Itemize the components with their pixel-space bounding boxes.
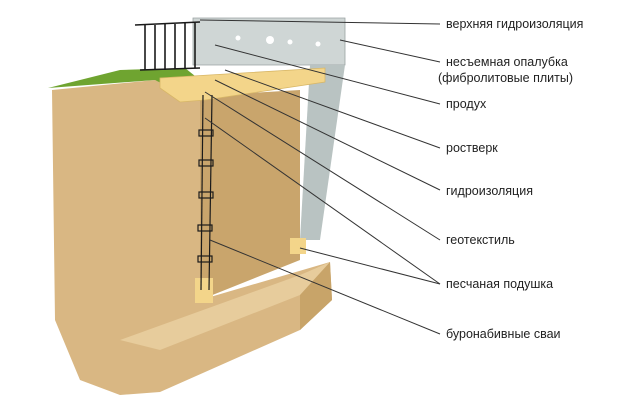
vent-hole [315, 41, 321, 47]
sand-cushion-wall [290, 238, 306, 254]
formwork-wall [192, 17, 346, 240]
soil-block [52, 80, 332, 395]
pile-sand-base [195, 278, 213, 303]
top-railing [134, 21, 201, 71]
vent-hole [266, 36, 274, 44]
label-sand-cushion: песчаная подушка [446, 277, 553, 291]
wall-side [300, 65, 345, 240]
leader-lines [199, 19, 441, 335]
label-top-waterproofing: верхняя гидроизоляция [446, 17, 583, 31]
grillage-beam [159, 67, 326, 103]
label-geotextile: геотекстиль [446, 233, 515, 247]
label-grillage: ростверк [446, 141, 498, 155]
label-vent: продух [446, 97, 487, 111]
soil-front [52, 80, 332, 395]
soil-shadow [200, 90, 300, 300]
label-formwork-line2: (фибролитовые плиты) [438, 71, 573, 85]
label-formwork-line1: несъемная опалубка [446, 55, 568, 69]
vent-hole [235, 35, 241, 41]
label-bored-piles: буронабивные сваи [446, 327, 561, 341]
vent-hole [287, 39, 293, 45]
soil-step [120, 262, 330, 350]
label-waterproofing: гидроизоляция [446, 184, 533, 198]
grass-top [48, 68, 200, 90]
bored-pile [195, 94, 214, 303]
